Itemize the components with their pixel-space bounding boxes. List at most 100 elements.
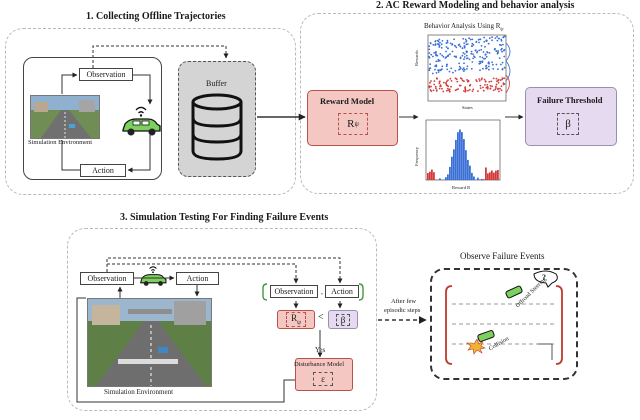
panel1-title: 1. Collecting Offline Trajectories	[86, 11, 226, 22]
blue-point	[438, 59, 441, 62]
reward-scatter-plot	[418, 31, 520, 111]
blue-point	[470, 52, 473, 55]
blue-point	[494, 37, 497, 39]
blue-point	[435, 51, 437, 53]
blue-point	[487, 61, 490, 64]
scatter-xlabel: States	[462, 105, 473, 110]
blue-point	[452, 71, 454, 74]
blue-point	[463, 42, 466, 44]
blue-point	[485, 55, 488, 58]
blue-reward-series	[428, 35, 506, 75]
histogram-bar	[465, 150, 467, 180]
blue-point	[428, 48, 431, 51]
blue-point	[485, 39, 488, 42]
histogram-bar	[473, 176, 475, 180]
scatter-ylabel: Rewards	[414, 50, 419, 66]
blue-point	[479, 38, 482, 41]
beta-box-3: β	[328, 310, 358, 329]
behavior-analysis-title: Behavior Analysis Using Rψ	[424, 22, 504, 32]
red-point	[450, 80, 453, 82]
red-point	[428, 86, 431, 89]
rpsi-inner: Rψ	[286, 312, 306, 327]
red-point	[456, 80, 459, 83]
blue-point	[463, 45, 466, 47]
blue-point	[488, 52, 491, 54]
blue-point	[483, 58, 485, 60]
histogram-bar	[489, 172, 491, 180]
red-point	[430, 85, 432, 88]
blue-point	[466, 65, 469, 68]
panel2-title: 2. AC Reward Modeling and behavior analy…	[376, 0, 575, 11]
red-reward-series	[428, 77, 506, 93]
blue-point	[483, 36, 485, 39]
red-point	[498, 90, 500, 93]
red-point	[428, 85, 431, 87]
blue-point	[449, 42, 452, 45]
observation-box-1: Observation	[79, 68, 133, 81]
panel3-title: 3. Simulation Testing For Finding Failur…	[120, 212, 329, 223]
histogram-bar	[439, 178, 441, 180]
blue-point	[487, 65, 490, 68]
blue-point	[478, 41, 480, 44]
histogram-bar	[479, 179, 481, 180]
red-point	[433, 83, 436, 86]
blue-point	[491, 36, 493, 39]
failure-threshold-box	[525, 87, 617, 146]
red-point	[496, 80, 498, 83]
blue-point	[482, 67, 484, 70]
blue-point	[496, 35, 498, 38]
red-point	[479, 87, 482, 89]
blue-point	[471, 45, 473, 48]
less-than-symbol: <	[318, 312, 324, 323]
red-point	[476, 80, 478, 83]
blue-point	[495, 50, 498, 52]
histogram-bar	[443, 179, 445, 180]
blue-point	[446, 68, 449, 71]
blue-point	[503, 48, 506, 51]
blue-point	[445, 46, 448, 48]
red-point	[471, 90, 474, 92]
rpsi-sub: ψ	[297, 319, 301, 326]
simulation-image-1	[30, 95, 100, 139]
blue-point	[494, 47, 496, 50]
red-point	[483, 78, 486, 81]
blue-point	[479, 62, 482, 65]
histogram-bar	[445, 177, 447, 180]
blue-point	[491, 39, 493, 42]
histogram-bar	[481, 178, 483, 180]
failure-events-panel	[430, 268, 578, 380]
red-point	[490, 80, 493, 83]
red-point	[468, 84, 471, 87]
blue-point	[428, 69, 431, 72]
blue-point	[496, 39, 499, 42]
comma-separator: ,	[321, 287, 323, 296]
yes-label: Yes	[315, 346, 326, 354]
histogram-bar	[467, 159, 469, 180]
after-steps-label-1: After few	[391, 298, 417, 305]
blue-point	[477, 38, 480, 41]
panel-simulation-testing	[67, 228, 377, 411]
red-point	[455, 88, 458, 91]
histogram-bar	[471, 172, 473, 180]
histogram-bar	[455, 139, 457, 180]
blue-point	[503, 66, 506, 69]
red-point	[500, 85, 503, 87]
red-point	[429, 81, 431, 84]
blue-point	[471, 61, 474, 63]
histogram-bar	[447, 174, 449, 180]
blue-point	[488, 68, 490, 71]
blue-point	[428, 55, 430, 58]
blue-point	[462, 70, 465, 72]
histogram-bar	[453, 149, 455, 180]
red-point	[433, 80, 436, 82]
red-point	[477, 90, 479, 92]
epsilon-box: ε	[313, 372, 333, 386]
action-box-1: Action	[80, 164, 126, 177]
red-point	[485, 86, 488, 89]
blue-point	[437, 58, 440, 61]
blue-point	[463, 62, 465, 65]
blue-point	[441, 40, 444, 42]
red-point	[430, 80, 432, 82]
red-point	[438, 82, 441, 85]
blue-point	[479, 69, 481, 72]
